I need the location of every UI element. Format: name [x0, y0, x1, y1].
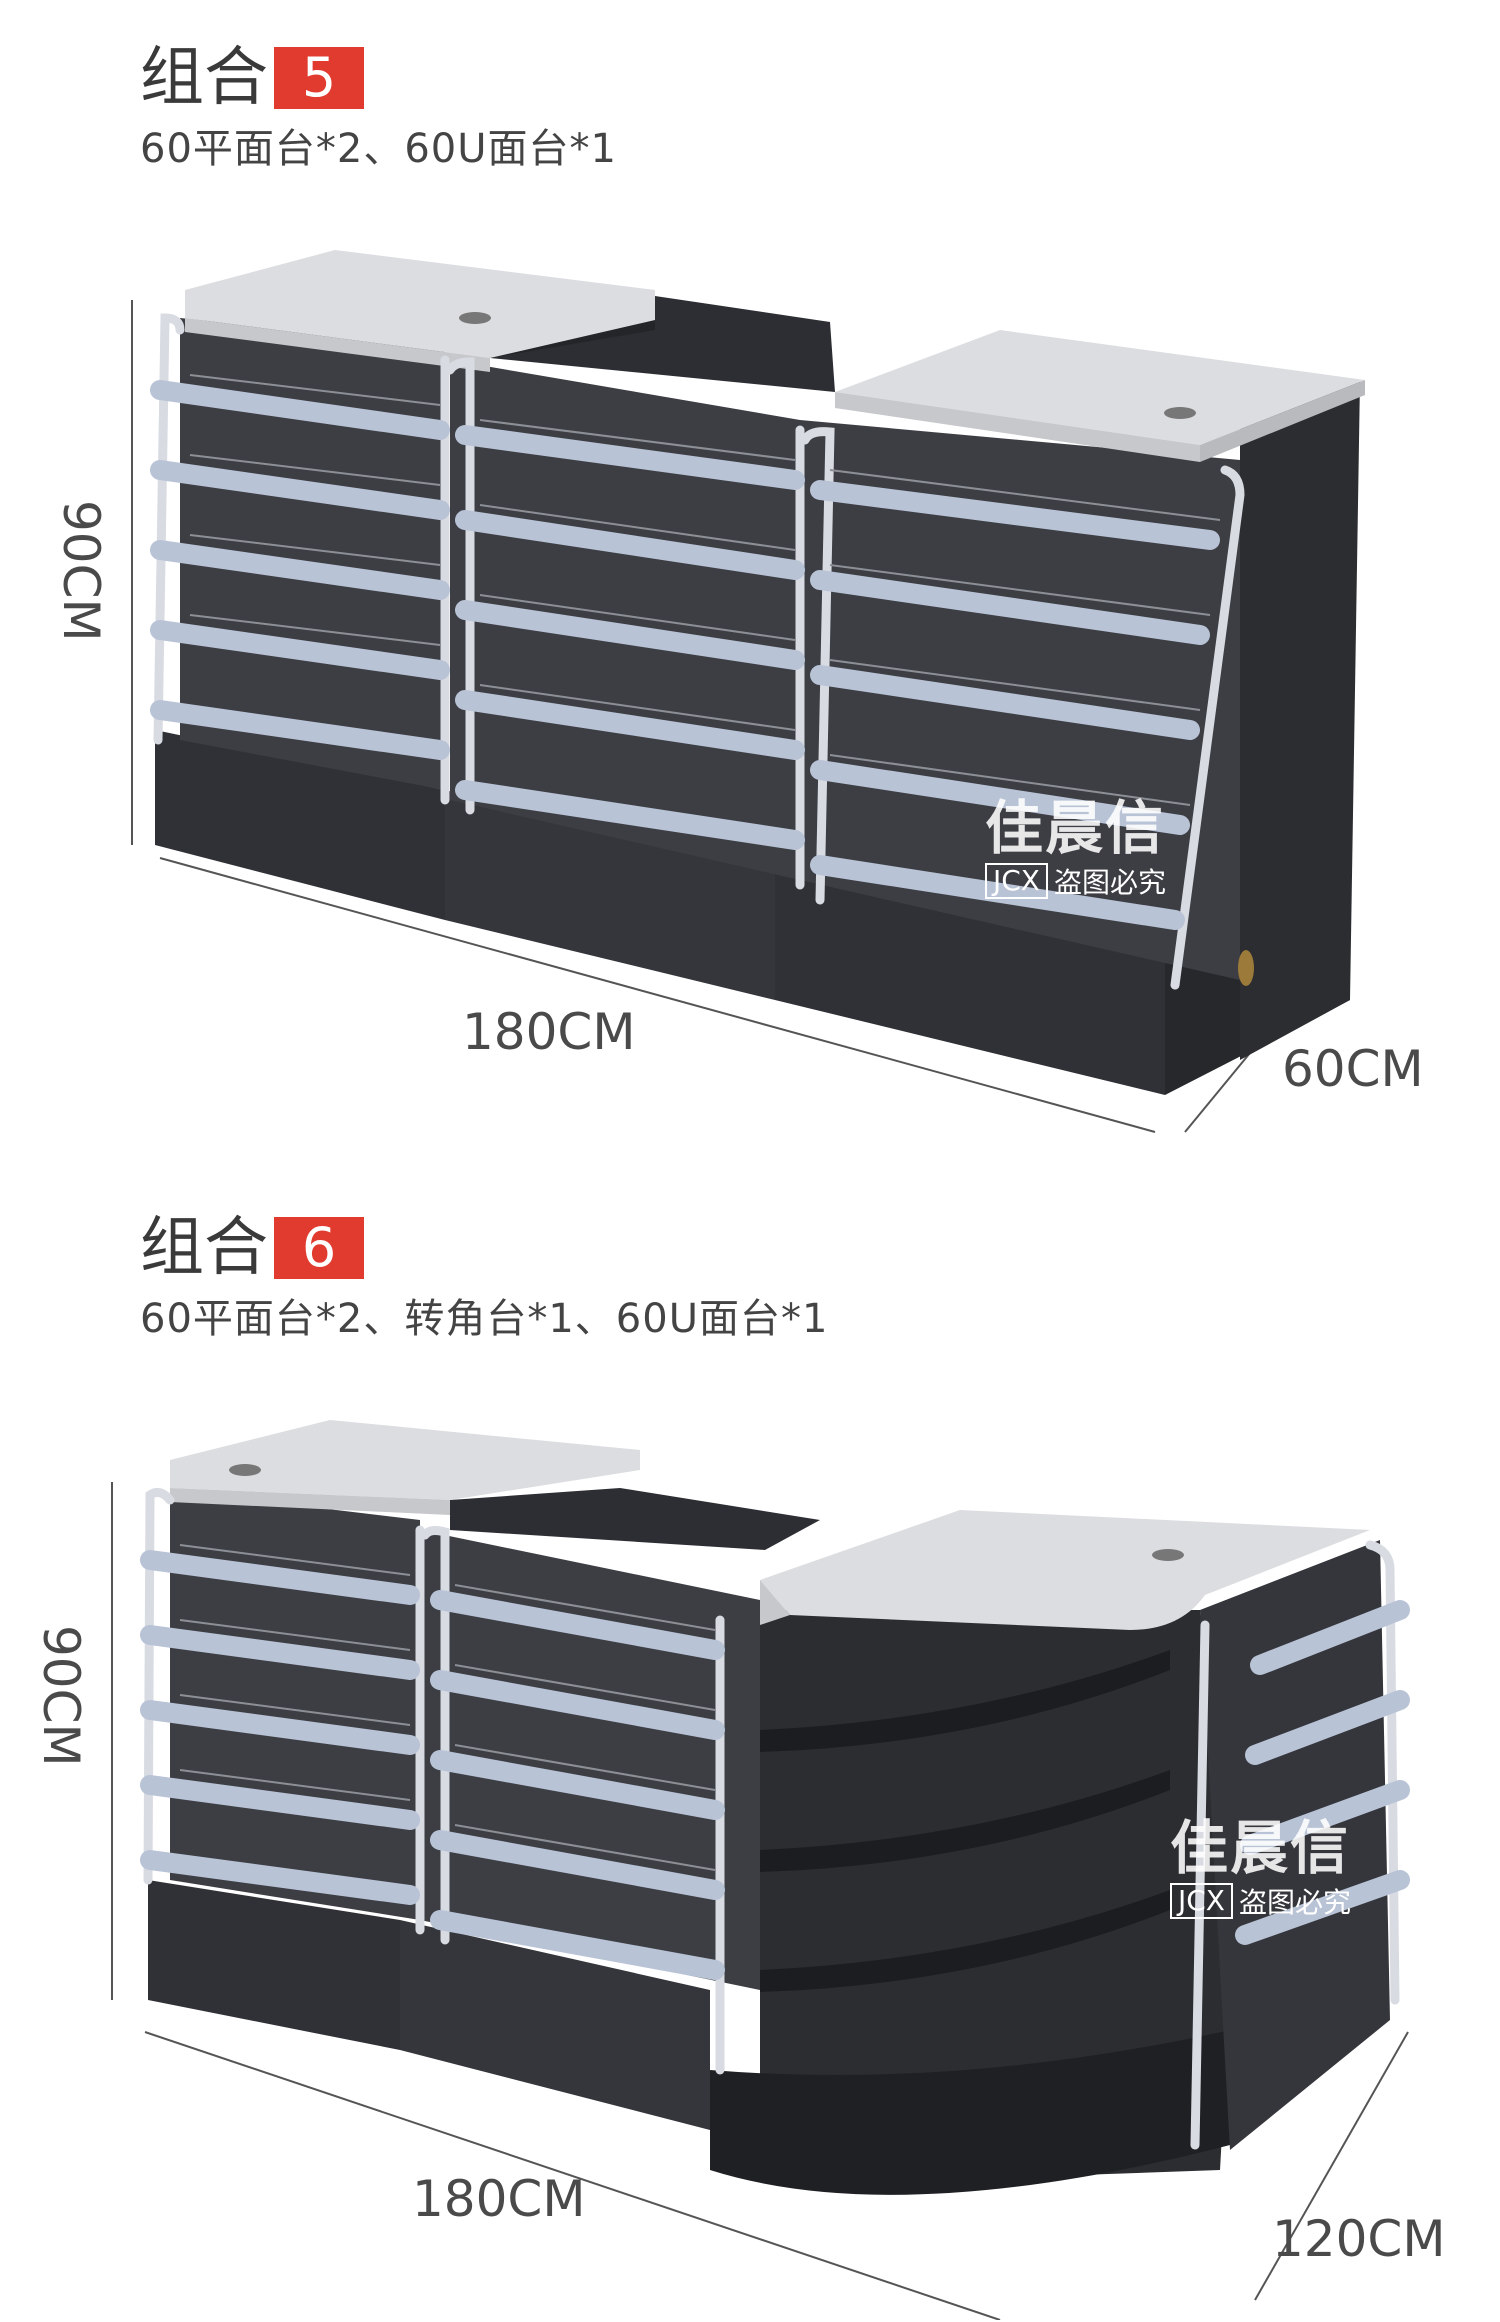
combo-5-watermark: 佳晨信 JCX 盗图必究 [985, 795, 1166, 901]
combo-5-title-text: 组合 [140, 41, 268, 115]
combo-5-watermark-row: JCX 盗图必究 [985, 861, 1166, 901]
combo-6-height-label: 90CM [32, 1625, 90, 1767]
combo-5-height-label: 90CM [52, 500, 110, 642]
combo-5-title: 组合 5 [140, 38, 364, 118]
combo-6-counter-illustration [111, 1420, 1410, 2320]
combo-6-watermark-brand: 佳晨信 [1170, 1814, 1351, 1882]
combo-6-watermark-row: JCX 盗图必究 [1170, 1881, 1351, 1921]
combo-5-watermark-brand: 佳晨信 [985, 794, 1166, 862]
combo-6-length-label: 180CM [412, 2170, 586, 2228]
combo-6-depth-label: 120CM [1272, 2210, 1446, 2268]
combo-5-subtitle: 60平面台*2、60U面台*1 [140, 126, 617, 172]
combo-6-title-text: 组合 [140, 1211, 268, 1285]
combo-5-depth-label: 60CM [1282, 1040, 1424, 1098]
combo-5-counter-illustration [131, 250, 1365, 1133]
combo-6-watermark-code: JCX [1170, 1883, 1233, 1919]
combo-6-number-badge: 6 [274, 1217, 364, 1279]
combo-5-watermark-code: JCX [985, 863, 1048, 899]
combo-5-length-label: 180CM [462, 1003, 636, 1061]
combo-6-subtitle: 60平面台*2、转角台*1、60U面台*1 [140, 1296, 829, 1342]
combo-5-watermark-notice: 盗图必究 [1054, 866, 1167, 899]
combo-6-watermark-notice: 盗图必究 [1239, 1886, 1352, 1919]
combo-6-watermark: 佳晨信 JCX 盗图必究 [1170, 1815, 1351, 1921]
combo-5-number-badge: 5 [274, 47, 364, 109]
combo-6-title: 组合 6 [140, 1208, 364, 1288]
